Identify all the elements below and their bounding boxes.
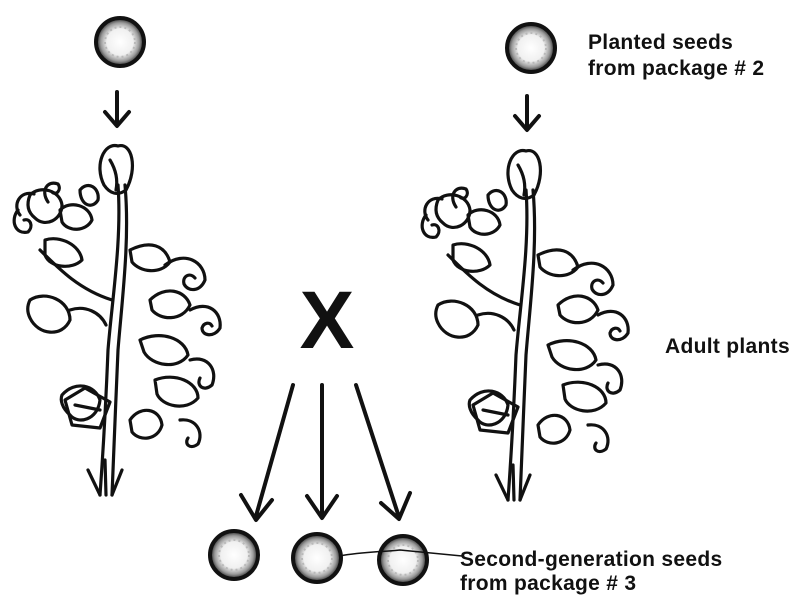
- adult-plants-label: Adult plants: [665, 334, 790, 360]
- down-arrow-icon-right: [515, 96, 539, 130]
- down-arrow-icon-left: [105, 92, 129, 126]
- second-gen-line2: from package # 3: [460, 572, 722, 596]
- seed-icon-gen2-b: [293, 534, 341, 582]
- seed-icon-right-top: [507, 24, 555, 72]
- second-gen-seeds-label: Second-generation seeds from package # 3: [460, 548, 722, 596]
- second-gen-line1: Second-generation seeds: [460, 548, 722, 572]
- arrow-center-offspring: [307, 385, 337, 518]
- adult-plants-text: Adult plants: [665, 334, 790, 360]
- planted-seeds-line2: from package # 2: [588, 56, 764, 82]
- flowering-plant-icon-left: [14, 146, 220, 495]
- offspring-arrows: [241, 385, 410, 520]
- arrow-left-offspring: [241, 385, 293, 520]
- cross-symbol: X: [300, 275, 355, 366]
- planted-seeds-line1: Planted seeds: [588, 30, 764, 56]
- seed-icon-gen2-a: [210, 531, 258, 579]
- seed-icon-left-top: [96, 18, 144, 66]
- seed-icon-gen2-c: [379, 536, 427, 584]
- flowering-plant-icon-right: [422, 151, 628, 500]
- planted-seeds-label: Planted seeds from package # 2: [588, 30, 764, 82]
- arrow-right-offspring: [356, 385, 410, 519]
